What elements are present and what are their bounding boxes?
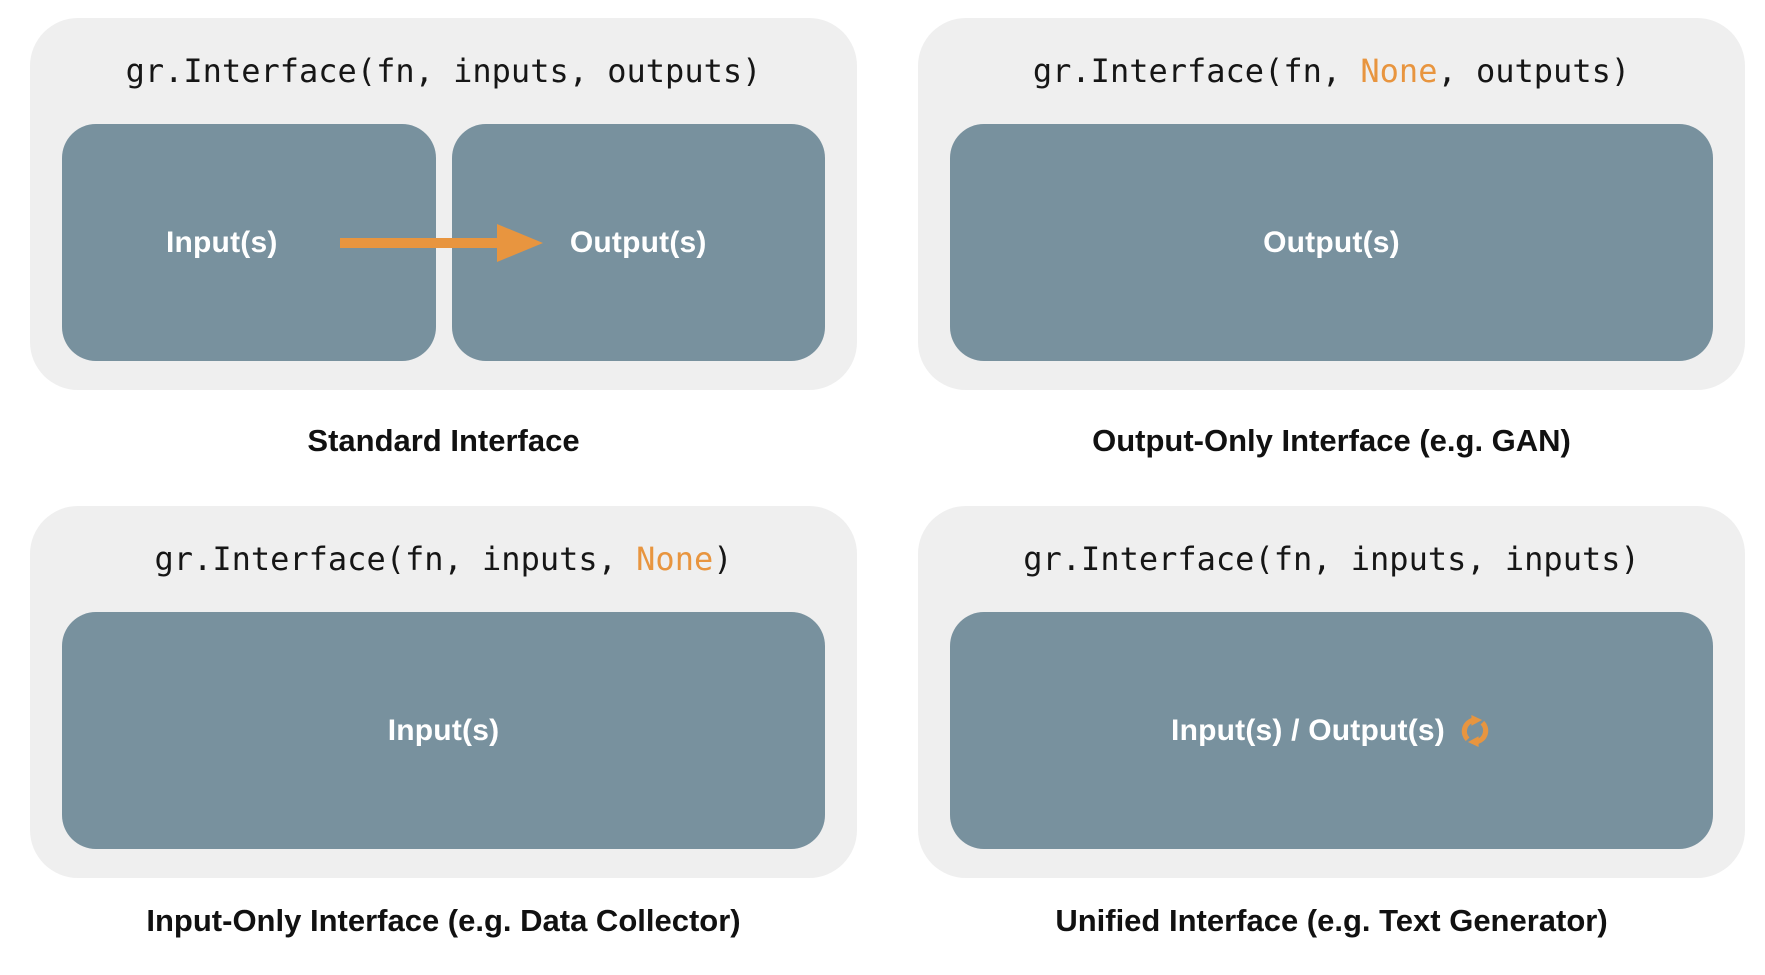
output-only-caption: Output-Only Interface (e.g. GAN) bbox=[1092, 423, 1571, 458]
panel-standard: gr.Interface(fn, inputs, outputs) Input(… bbox=[30, 18, 857, 461]
inputs-box: Input(s) bbox=[62, 612, 825, 849]
code-post: , outputs) bbox=[1437, 52, 1631, 90]
code-highlight-none: None bbox=[636, 540, 714, 578]
panel-grid: gr.Interface(fn, inputs, outputs) Input(… bbox=[30, 18, 1765, 941]
input-only-caption: Input-Only Interface (e.g. Data Collecto… bbox=[146, 903, 741, 938]
input-only-code-row: gr.Interface(fn, inputs, None) bbox=[62, 506, 825, 612]
code-pre: gr.Interface(fn, inputs, bbox=[154, 540, 637, 578]
standard-card: gr.Interface(fn, inputs, outputs) Input(… bbox=[30, 18, 857, 390]
unified-code: gr.Interface(fn, inputs, inputs) bbox=[1023, 540, 1640, 578]
inputs-box-label: Input(s) bbox=[387, 713, 500, 747]
standard-caption: Standard Interface bbox=[307, 423, 580, 458]
outputs-box-label: Output(s) bbox=[1263, 225, 1400, 259]
code-pre: gr.Interface(fn, inputs, outputs) bbox=[125, 52, 762, 90]
output-only-code-row: gr.Interface(fn, None, outputs) bbox=[950, 18, 1713, 124]
outputs-box: Output(s) bbox=[451, 124, 825, 361]
input-only-card: gr.Interface(fn, inputs, None) Input(s) bbox=[30, 506, 857, 878]
code-post: ) bbox=[713, 540, 733, 578]
inputs-box: Input(s) bbox=[62, 124, 436, 361]
standard-code: gr.Interface(fn, inputs, outputs) bbox=[126, 52, 762, 90]
unified-io-label: Input(s) / Output(s) bbox=[1171, 713, 1445, 747]
unified-code-row: gr.Interface(fn, inputs, inputs) bbox=[950, 506, 1713, 612]
standard-code-row: gr.Interface(fn, inputs, outputs) bbox=[62, 18, 825, 124]
input-only-code: gr.Interface(fn, inputs, None) bbox=[155, 540, 733, 578]
code-pre: gr.Interface(fn, inputs, inputs) bbox=[1023, 540, 1640, 578]
unified-boxes: Input(s) / Output(s) bbox=[950, 612, 1713, 849]
cycle-icon bbox=[1461, 714, 1489, 747]
unified-card: gr.Interface(fn, inputs, inputs) Input(s… bbox=[918, 506, 1745, 878]
input-only-boxes: Input(s) bbox=[62, 612, 825, 849]
standard-boxes: Input(s) Output(s) bbox=[62, 124, 825, 361]
unified-io-box: Input(s) / Output(s) bbox=[950, 612, 1713, 849]
code-pre: gr.Interface(fn, bbox=[1032, 52, 1361, 90]
output-only-card: gr.Interface(fn, None, outputs) Output(s… bbox=[918, 18, 1745, 390]
panel-input-only: gr.Interface(fn, inputs, None) Input(s) … bbox=[30, 506, 857, 941]
outputs-box: Output(s) bbox=[950, 124, 1713, 361]
unified-io-label-group: Input(s) / Output(s) bbox=[1171, 713, 1492, 749]
panel-unified: gr.Interface(fn, inputs, inputs) Input(s… bbox=[918, 506, 1745, 941]
unified-caption: Unified Interface (e.g. Text Generator) bbox=[1055, 903, 1608, 938]
panel-output-only: gr.Interface(fn, None, outputs) Output(s… bbox=[918, 18, 1745, 461]
code-highlight-none: None bbox=[1360, 52, 1438, 90]
output-only-boxes: Output(s) bbox=[950, 124, 1713, 361]
inputs-box-label: Input(s) bbox=[165, 225, 278, 259]
outputs-box-label: Output(s) bbox=[569, 225, 707, 259]
output-only-code: gr.Interface(fn, None, outputs) bbox=[1033, 52, 1630, 90]
